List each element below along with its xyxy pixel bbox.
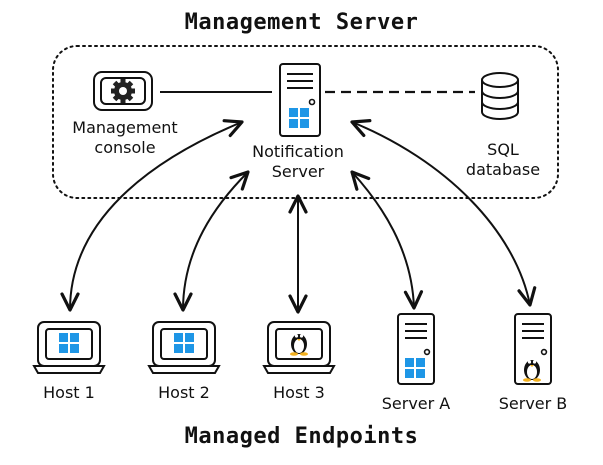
sql-label-line1: SQL — [487, 140, 519, 159]
database-icon — [481, 72, 519, 120]
sql-label: SQL database — [448, 140, 558, 180]
console-label: Management console — [55, 118, 195, 158]
notification-label-line2: Server — [271, 162, 325, 181]
managed-endpoints-title: Managed Endpoints — [184, 424, 419, 449]
serverA-tower-icon — [397, 313, 435, 385]
host2-monitor-icon — [147, 321, 221, 374]
notification-server-icon — [279, 63, 321, 137]
serverB-label: Server B — [498, 394, 568, 413]
arrow-serverA — [350, 170, 424, 310]
host2-label: Host 2 — [158, 383, 210, 402]
arrow-host2 — [173, 170, 250, 312]
management-server-title: Management Server — [184, 10, 419, 35]
console-label-line1: Management — [72, 118, 178, 137]
host1-label: Host 1 — [43, 383, 95, 402]
sql-label-line2: database — [465, 160, 541, 179]
management-console-icon — [93, 71, 153, 111]
host3-label: Host 3 — [273, 383, 325, 402]
host1-monitor-icon — [32, 321, 106, 374]
notification-label: Notification Server — [228, 142, 368, 182]
serverA-label: Server A — [381, 394, 451, 413]
arrow-host1 — [60, 119, 244, 312]
host3-monitor-icon — [262, 321, 336, 374]
notification-label-line1: Notification — [252, 142, 344, 161]
gear-icon — [111, 79, 135, 103]
console-label-line2: console — [94, 138, 156, 157]
serverB-tower-icon — [514, 313, 552, 385]
arrow-serverB — [350, 119, 537, 307]
